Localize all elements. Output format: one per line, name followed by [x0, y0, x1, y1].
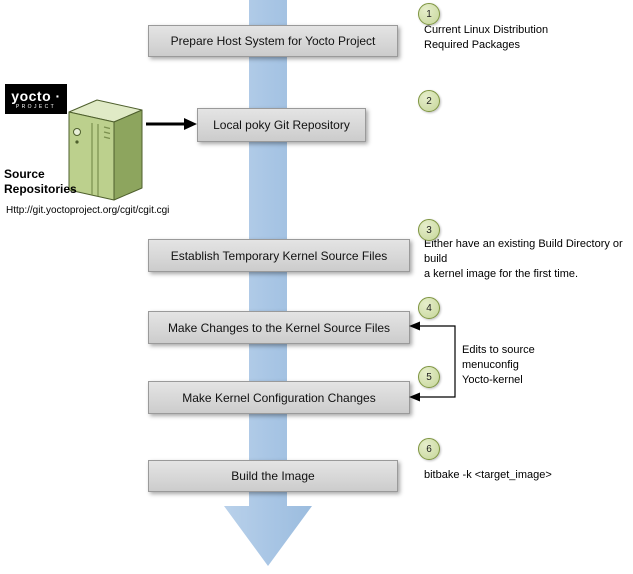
step-number-badge-5: 5: [418, 366, 440, 388]
server-tower-icon: [68, 99, 143, 201]
step-number-badge-3: 3: [418, 219, 440, 241]
yocto-logo-subtext: PROJECT: [15, 103, 57, 110]
step-box-5: Make Kernel Configuration Changes: [148, 381, 410, 414]
step-number-4: 4: [426, 302, 432, 314]
note-step-3: Either have an existing Build Directory …: [424, 238, 623, 280]
step-box-6-label: Build the Image: [231, 469, 315, 483]
step-box-2-label: Local poky Git Repository: [213, 118, 350, 132]
yocto-project-logo: yocto · PROJECT: [5, 84, 67, 114]
feedback-bracket: [409, 321, 456, 402]
main-flow-down-arrow-icon: [224, 0, 312, 566]
source-repositories-url: Http://git.yoctoproject.org/cgit/cgit.cg…: [6, 205, 170, 216]
step-number-badge-4: 4: [418, 297, 440, 319]
step-box-4: Make Changes to the Kernel Source Files: [148, 311, 410, 344]
step-number-badge-6: 6: [418, 438, 440, 460]
step-number-2: 2: [426, 95, 432, 107]
step-box-2: Local poky Git Repository: [197, 108, 366, 142]
note-step-6: bitbake -k <target_image>: [424, 469, 552, 481]
yocto-logo-wordmark: yocto ·: [11, 87, 61, 104]
note-feedback-bracket: Edits to source menuconfig Yocto-kernel: [462, 344, 535, 386]
step-number-badge-2: 2: [418, 90, 440, 112]
note-step-1: Current Linux Distribution Required Pack…: [424, 24, 549, 51]
server-front-details: [73, 123, 111, 196]
step-number-badge-1: 1: [418, 3, 440, 25]
step-box-1: Prepare Host System for Yocto Project: [148, 25, 398, 57]
step-box-4-label: Make Changes to the Kernel Source Files: [167, 320, 391, 335]
step-box-6: Build the Image: [148, 460, 398, 492]
step-number-6: 6: [426, 443, 432, 455]
step-number-5: 5: [426, 371, 432, 383]
step-box-3: Establish Temporary Kernel Source Files: [148, 239, 410, 272]
step-number-1: 1: [426, 8, 432, 20]
step-box-5-label: Make Kernel Configuration Changes: [182, 390, 376, 405]
step-box-3-label: Establish Temporary Kernel Source Files: [170, 248, 388, 263]
step-number-3: 3: [426, 224, 432, 236]
source-repositories-title: Source Repositories: [4, 167, 77, 196]
step-box-1-label: Prepare Host System for Yocto Project: [170, 34, 376, 48]
